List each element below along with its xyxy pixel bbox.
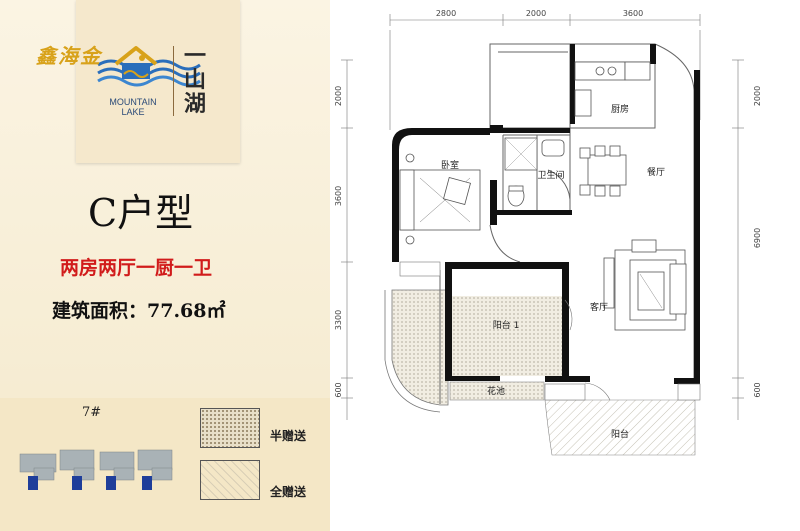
- dimension-lines: [341, 14, 744, 420]
- floor-plan: 2800 2000 3600 2000 3600 3300 600 2000 6…: [334, 9, 762, 456]
- dim-left-3: 3300: [334, 310, 343, 330]
- dim-right-3: 600: [753, 382, 762, 397]
- room-label-planter: 花池: [487, 385, 505, 397]
- room-label-bedroom: 卧室: [441, 159, 459, 171]
- legend-half-swatch: [200, 408, 260, 448]
- dim-top-2: 2000: [526, 9, 546, 18]
- unit-area: 建筑面积：77.68㎡: [52, 300, 226, 322]
- unit-layout: 两房两厅一厨一卫: [60, 257, 213, 279]
- legend-full-label: 全赠送: [270, 485, 307, 499]
- dining-table: [579, 145, 627, 197]
- room-label-living: 客厅: [590, 301, 608, 313]
- dim-right-1: 2000: [753, 86, 762, 106]
- brand-name-en: MOUNTAIN LAKE: [100, 97, 166, 117]
- living-room-furniture: [603, 239, 687, 331]
- brand-logo-card: [76, 0, 240, 163]
- brand-en-line2: LAKE: [121, 107, 145, 117]
- planter-area: [449, 381, 545, 401]
- dim-left-2: 3600: [334, 186, 343, 206]
- room-label-dining: 餐厅: [647, 166, 665, 178]
- room-label-kitchen: 厨房: [611, 103, 629, 115]
- balcony1-area: [452, 296, 562, 376]
- legend-half-label: 半赠送: [270, 429, 307, 443]
- bathroom-fixtures: [504, 137, 565, 207]
- room-label-balcony1: 阳台 1: [493, 319, 520, 331]
- dim-left-4: 600: [334, 382, 343, 397]
- logo-divider: [173, 46, 174, 116]
- brand-en-line1: MOUNTAIN: [109, 97, 157, 107]
- legend-full-swatch: [200, 460, 260, 500]
- house-logo-icon: [114, 46, 158, 79]
- room-label-balcony: 阳台: [611, 428, 629, 440]
- balcony-area: [544, 399, 696, 456]
- brand-name-cn: 鑫海金: [36, 44, 102, 68]
- bedroom-furniture: [399, 153, 481, 245]
- brand-vertical-char-2: 山: [183, 67, 206, 93]
- brand-vertical-text: 一 山 湖: [180, 44, 210, 116]
- dim-right-2: 6900: [753, 228, 762, 248]
- dim-top-3: 3600: [623, 9, 643, 18]
- room-label-bathroom: 卫生间: [537, 169, 564, 181]
- unit-title: C户型: [88, 191, 194, 235]
- brand-vertical-char-3: 湖: [183, 91, 206, 117]
- building-number: 7#: [82, 405, 102, 420]
- brand-vertical-char-1: 一: [183, 43, 206, 69]
- bay-window-area: [391, 289, 449, 406]
- dim-top-1: 2800: [436, 9, 456, 18]
- dim-left-1: 2000: [334, 86, 343, 106]
- building-keyplan-icon: [19, 449, 173, 490]
- kitchen-fixtures: [574, 61, 651, 117]
